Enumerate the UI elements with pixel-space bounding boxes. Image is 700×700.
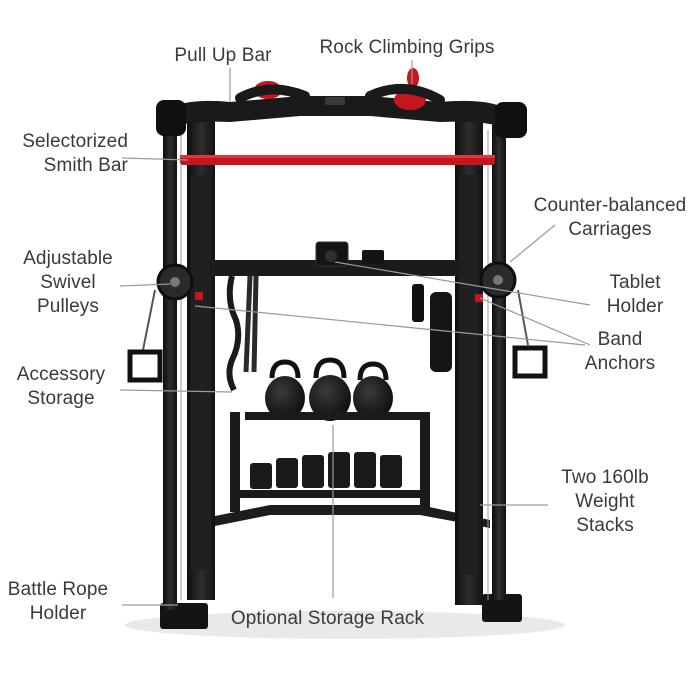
label-optional-storage-rack: Optional Storage Rack bbox=[215, 607, 440, 631]
label-line: Anchors bbox=[584, 353, 656, 374]
label-line: Rock Climbing Grips bbox=[319, 37, 495, 58]
label-line: Tablet bbox=[609, 272, 661, 293]
label-line: Weight bbox=[575, 491, 635, 512]
label-adjustable-swivel-pulleys: Adjustable Swivel Pulleys bbox=[8, 247, 128, 319]
label-selectorized-smith-bar: Selectorized Smith Bar bbox=[0, 130, 128, 178]
label-line: Holder bbox=[606, 296, 664, 317]
leader-tablet-holder bbox=[334, 261, 591, 306]
label-counter-balanced-carriages: Counter-balanced Carriages bbox=[520, 194, 700, 242]
label-line: Optional Storage Rack bbox=[230, 608, 425, 629]
leader-smith-bar bbox=[121, 157, 189, 161]
label-line: Holder bbox=[29, 603, 87, 624]
label-battle-rope-holder: Battle Rope Holder bbox=[0, 578, 116, 626]
leader-band-anchor-2 bbox=[479, 297, 591, 346]
label-line: Two 160lb bbox=[561, 467, 649, 488]
label-tablet-holder: Tablet Holder bbox=[590, 271, 680, 319]
label-line: Adjustable bbox=[23, 248, 113, 269]
label-rock-climbing-grips: Rock Climbing Grips bbox=[302, 36, 512, 60]
accessory-crossbar bbox=[210, 241, 460, 276]
leader-swivel-pulleys bbox=[119, 283, 171, 287]
label-line: Pulleys bbox=[37, 296, 99, 317]
smith-bar bbox=[180, 155, 495, 165]
label-accessory-storage: Accessory Storage bbox=[0, 363, 122, 411]
label-line: Accessory bbox=[16, 364, 106, 385]
label-band-anchors: Band Anchors bbox=[570, 328, 670, 376]
label-line: Band bbox=[597, 329, 643, 350]
leader-accessory-storage bbox=[119, 389, 233, 393]
hanging-accessories bbox=[226, 275, 452, 392]
label-line: Counter-balanced bbox=[533, 195, 687, 216]
dumbbells bbox=[250, 452, 402, 489]
leader-lines bbox=[119, 60, 591, 606]
weight-stacks bbox=[191, 175, 479, 575]
floor-shadow bbox=[125, 611, 565, 639]
label-line: Smith Bar bbox=[43, 155, 128, 176]
kettlebells bbox=[265, 357, 393, 421]
label-line: Pull Up Bar bbox=[174, 45, 272, 66]
label-line: Carriages bbox=[568, 219, 652, 240]
label-pull-up-bar: Pull Up Bar bbox=[158, 44, 288, 68]
label-line: Swivel bbox=[40, 272, 96, 293]
rock-climbing-grips bbox=[235, 68, 445, 110]
label-line: Selectorized bbox=[22, 131, 128, 152]
leader-band-anchor-1 bbox=[194, 305, 586, 346]
storage-rack bbox=[230, 412, 430, 512]
label-line: Battle Rope bbox=[7, 579, 109, 600]
label-line: Storage bbox=[27, 388, 95, 409]
leader-carriages bbox=[509, 224, 556, 263]
cable-handles bbox=[127, 289, 548, 383]
label-two-160lb-weight-stacks: Two 160lb Weight Stacks bbox=[545, 466, 665, 538]
label-line: Stacks bbox=[576, 515, 634, 536]
